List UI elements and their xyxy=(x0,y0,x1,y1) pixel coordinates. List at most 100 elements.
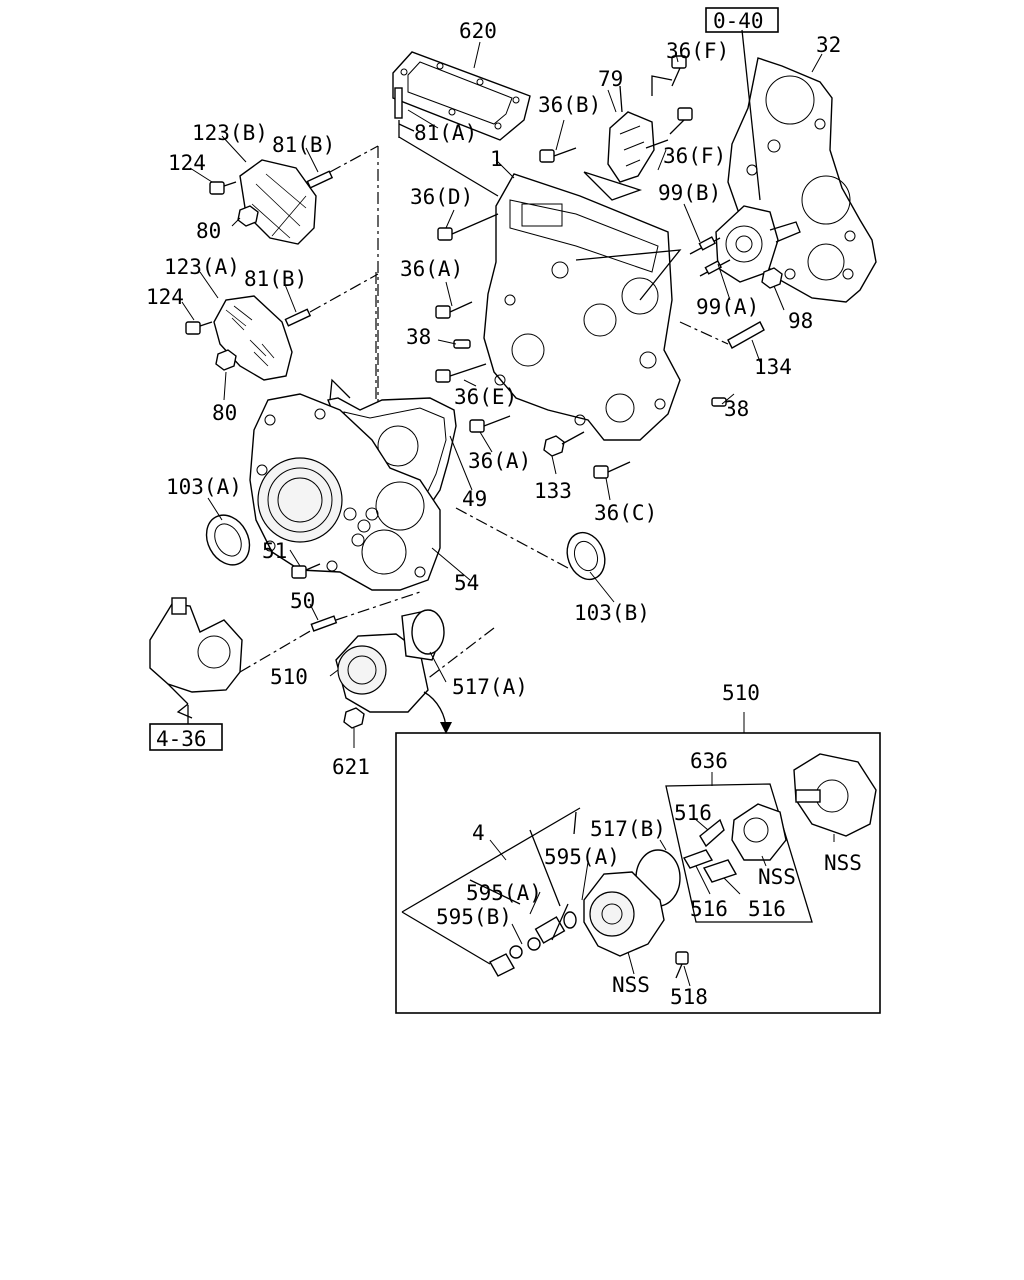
label-nss-bottom: NSS xyxy=(612,973,650,997)
valve-4 xyxy=(489,911,577,977)
label-36a-top: 36(A) xyxy=(400,257,463,281)
vacuum-pump-left xyxy=(149,597,243,719)
label-36c: 36(C) xyxy=(594,501,657,525)
label-ref-0-40: 0-40 xyxy=(713,9,764,33)
pump-body-right xyxy=(793,753,877,837)
label-124-mid: 124 xyxy=(146,285,184,309)
label-595a-mid: 595(A) xyxy=(466,881,542,905)
label-80-top: 80 xyxy=(196,219,221,243)
label-516-top: 516 xyxy=(674,801,712,825)
vane-516 xyxy=(682,818,738,883)
pump-housing-center xyxy=(583,871,665,957)
nut-133 xyxy=(543,435,565,457)
nut-98 xyxy=(761,267,783,289)
label-620: 620 xyxy=(459,19,497,43)
label-516-br: 516 xyxy=(748,897,786,921)
label-99b: 99(B) xyxy=(658,181,721,205)
label-51: 51 xyxy=(262,539,287,563)
bolt-124-mid xyxy=(185,321,213,335)
label-36f-top: 36(F) xyxy=(666,39,729,63)
pin-38-left xyxy=(453,339,471,349)
label-36e: 36(E) xyxy=(454,385,517,409)
front-housing-1 xyxy=(483,173,681,441)
bolt-36b xyxy=(539,147,577,163)
bolt-36e xyxy=(435,363,487,383)
labels: 0-40 620 32 36(F) 79 36(B) 81(A) 123(B) … xyxy=(146,9,862,1009)
label-123b: 123(B) xyxy=(192,121,268,145)
stud-99b xyxy=(689,236,721,255)
label-38-left: 38 xyxy=(406,325,431,349)
label-516-bl: 516 xyxy=(690,897,728,921)
stud-81b-top xyxy=(306,170,334,189)
detail-arrow-head xyxy=(440,722,452,734)
label-510-main: 510 xyxy=(270,665,308,689)
label-517a: 517(A) xyxy=(452,675,528,699)
ref-box-4-36 xyxy=(149,723,223,751)
label-36f-mid: 36(F) xyxy=(663,144,726,168)
label-ref-4-36: 4-36 xyxy=(156,727,207,751)
stud-81a xyxy=(394,87,403,138)
stud-81b-mid xyxy=(284,308,312,327)
detail-box-510 xyxy=(395,732,881,1014)
label-81b-top: 81(B) xyxy=(272,133,335,157)
cover-123b xyxy=(239,159,317,245)
seal-103b xyxy=(566,531,606,581)
label-133: 133 xyxy=(534,479,572,503)
kit-box-636 xyxy=(665,783,813,923)
label-32: 32 xyxy=(816,33,841,57)
label-124-top: 124 xyxy=(168,151,206,175)
bolt-36f-top xyxy=(671,55,687,87)
label-50: 50 xyxy=(290,589,315,613)
label-36d: 36(D) xyxy=(410,185,473,209)
bracket-79 xyxy=(607,111,655,183)
rotor xyxy=(731,803,787,861)
gasket-620 xyxy=(392,51,531,141)
bolt-124-top xyxy=(209,181,237,195)
label-nss-mid: NSS xyxy=(758,865,796,889)
stud-99a xyxy=(699,259,731,277)
bolt-518 xyxy=(675,951,689,979)
oring-517a xyxy=(411,609,445,655)
label-636: 636 xyxy=(690,749,728,773)
label-36b: 36(B) xyxy=(538,93,601,117)
label-103a: 103(A) xyxy=(166,475,242,499)
oil-pump-assembly xyxy=(715,205,801,283)
bolt-36a-mid xyxy=(469,415,511,433)
ref-box-0-40 xyxy=(705,7,779,33)
bolt-36d xyxy=(437,213,499,241)
label-134: 134 xyxy=(754,355,792,379)
label-518: 518 xyxy=(670,985,708,1009)
label-54: 54 xyxy=(454,571,479,595)
label-81b-mid: 81(B) xyxy=(244,267,307,291)
stud-50 xyxy=(310,615,338,632)
stud-134 xyxy=(727,321,765,349)
label-38-right: 38 xyxy=(724,397,749,421)
bolt-36a-top xyxy=(435,301,473,319)
nut-80-mid xyxy=(215,349,237,371)
label-99a: 99(A) xyxy=(696,295,759,319)
label-81a: 81(A) xyxy=(414,121,477,145)
pump-510 xyxy=(335,609,443,713)
label-510-detail: 510 xyxy=(722,681,760,705)
seal-103a xyxy=(205,514,251,566)
label-49: 49 xyxy=(462,487,487,511)
label-595a-top: 595(A) xyxy=(544,845,620,869)
label-103b: 103(B) xyxy=(574,601,650,625)
label-nss-right: NSS xyxy=(824,851,862,875)
front-cover-54 xyxy=(249,393,441,591)
label-621: 621 xyxy=(332,755,370,779)
label-36a-mid: 36(A) xyxy=(468,449,531,473)
label-595b: 595(B) xyxy=(436,905,512,929)
label-123a: 123(A) xyxy=(164,255,240,279)
label-517b: 517(B) xyxy=(590,817,666,841)
label-1: 1 xyxy=(490,147,503,171)
bolt-36c xyxy=(593,461,631,479)
bolt-51 xyxy=(291,563,321,579)
label-80-mid: 80 xyxy=(212,401,237,425)
label-98: 98 xyxy=(788,309,813,333)
label-4: 4 xyxy=(472,821,485,845)
nut-80-top xyxy=(237,205,259,227)
bolt-36f-mid xyxy=(669,107,693,135)
nut-621 xyxy=(343,707,365,729)
